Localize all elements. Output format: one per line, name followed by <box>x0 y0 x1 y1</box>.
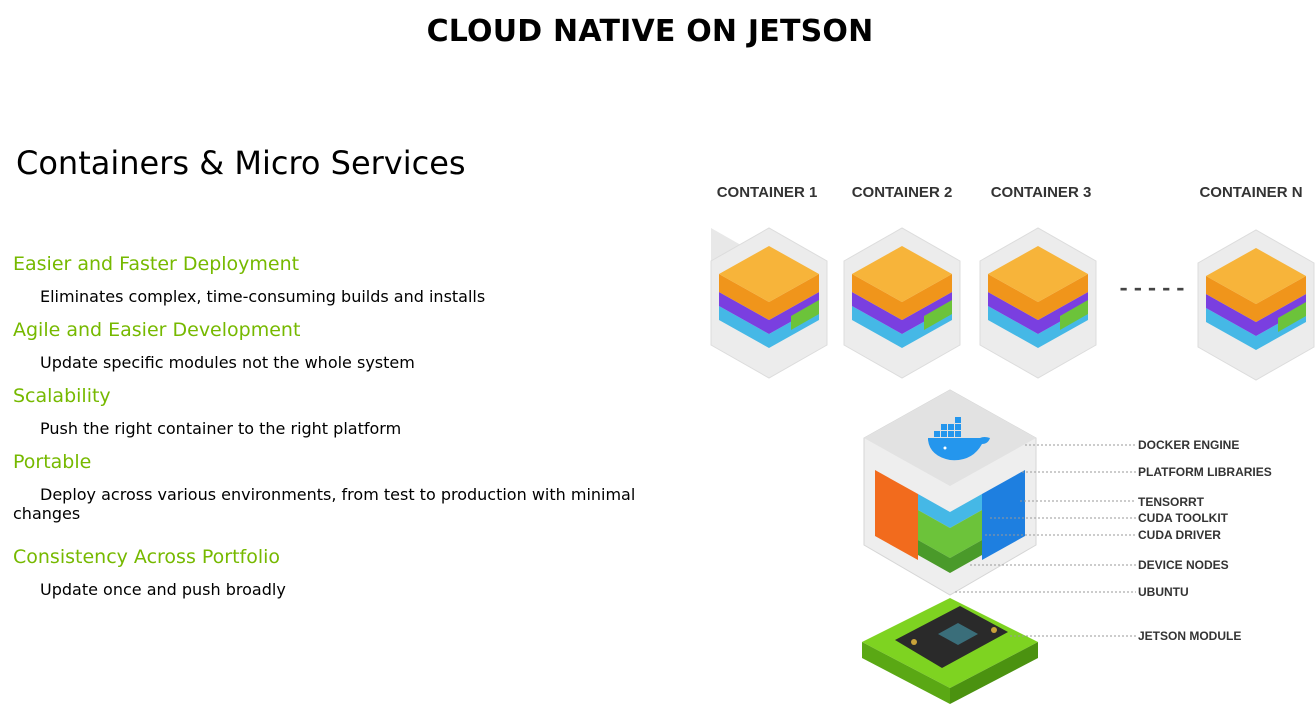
container-cube-icon <box>843 227 961 379</box>
stack-label: CUDA DRIVER <box>1138 528 1221 542</box>
stack-label: UBUNTU <box>1138 585 1189 599</box>
page-title: CLOUD NATIVE ON JETSON <box>426 14 874 49</box>
container-label: CONTAINER N <box>1199 184 1303 201</box>
benefit-heading: Portable <box>13 451 92 473</box>
stack-label: PLATFORM LIBRARIES <box>1138 465 1272 479</box>
jetson-stack-diagram: CONTAINER 1 CONTAINER 2 CONTAINER 3 CONT… <box>700 180 1316 725</box>
benefit-item: Scalability Push the right container to … <box>13 384 663 438</box>
benefit-heading: Scalability <box>13 385 111 407</box>
benefit-heading: Easier and Faster Deployment <box>13 253 300 275</box>
docker-platform-cube <box>863 389 1037 596</box>
stack-graphic <box>710 227 1315 704</box>
benefit-description: Update specific modules not the whole sy… <box>40 353 415 372</box>
stack-label: DOCKER ENGINE <box>1138 438 1240 452</box>
stack-label: DEVICE NODES <box>1138 558 1229 572</box>
benefit-item: Easier and Faster Deployment Eliminates … <box>13 252 663 306</box>
container-label: CONTAINER 3 <box>990 184 1092 201</box>
benefit-item: Portable Deploy across various environme… <box>13 450 663 523</box>
section-subtitle: Containers & Micro Services <box>16 144 466 182</box>
more-containers-ellipsis: ----- <box>1117 277 1189 302</box>
container-cube-icon <box>1197 229 1315 381</box>
container-cube-icon <box>710 227 828 379</box>
stack-label: TENSORRT <box>1138 495 1204 509</box>
benefit-item: Consistency Across Portfolio Update once… <box>13 545 663 599</box>
jetson-module-icon <box>862 598 1038 704</box>
benefit-heading: Consistency Across Portfolio <box>13 546 281 568</box>
stack-label: CUDA TOOLKIT <box>1138 511 1228 525</box>
benefits-list: Easier and Faster Deployment Eliminates … <box>13 252 663 611</box>
benefit-description: Push the right container to the right pl… <box>40 419 402 438</box>
stack-label: JETSON MODULE <box>1138 629 1242 643</box>
container-cube-icon <box>979 227 1097 379</box>
leader-lines <box>955 444 1136 637</box>
benefit-description: Eliminates complex, time-consuming build… <box>40 287 486 306</box>
benefit-item: Agile and Easier Development Update spec… <box>13 318 663 372</box>
benefit-description: Deploy across various environments, from… <box>13 485 636 523</box>
benefit-description: Update once and push broadly <box>40 580 286 599</box>
docker-whale-icon <box>928 417 990 461</box>
benefit-heading: Agile and Easier Development <box>13 319 301 341</box>
container-label: CONTAINER 2 <box>851 184 953 201</box>
container-label: CONTAINER 1 <box>716 184 818 201</box>
